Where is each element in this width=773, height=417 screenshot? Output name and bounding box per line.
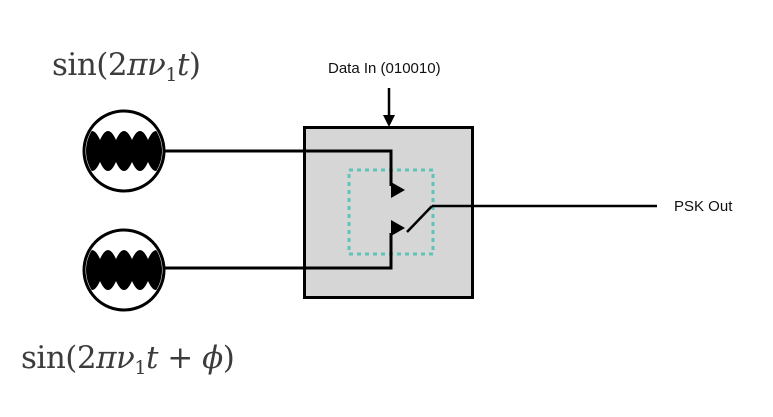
top-carrier-wire <box>165 149 393 186</box>
eq-plus: + <box>157 340 203 376</box>
eq-subscript: 1 <box>134 357 146 379</box>
switch-contact-top <box>391 182 405 198</box>
eq-subscript: 1 <box>165 64 177 86</box>
eq-pi: π <box>96 340 116 376</box>
bottom-carrier-wire <box>165 233 393 270</box>
switch-contact-bottom <box>391 220 405 236</box>
eq-close: ) <box>188 47 201 83</box>
eq-fn: sin(2 <box>21 340 97 376</box>
data-in-label: Data In (010010) <box>328 60 441 77</box>
eq-phi: ϕ <box>202 340 223 376</box>
eq-fn: sin(2 <box>52 47 128 83</box>
psk-out-label: PSK Out <box>674 198 733 215</box>
eq-nu: ν <box>146 47 166 83</box>
eq-pi: π <box>127 47 147 83</box>
eq-t: t <box>145 340 158 376</box>
top-oscillator-icon <box>82 109 166 193</box>
bottom-oscillator-icon <box>82 228 166 312</box>
eq-close: ) <box>222 340 235 376</box>
eq-t: t <box>176 47 189 83</box>
switch-arm <box>406 205 433 233</box>
eq-nu: ν <box>115 340 135 376</box>
data-in-arrow <box>383 88 395 127</box>
modulator-block <box>303 126 474 299</box>
top-carrier-equation: sin(2πν1t) <box>52 47 201 86</box>
bottom-carrier-equation: sin(2πν1t + ϕ) <box>21 340 235 379</box>
